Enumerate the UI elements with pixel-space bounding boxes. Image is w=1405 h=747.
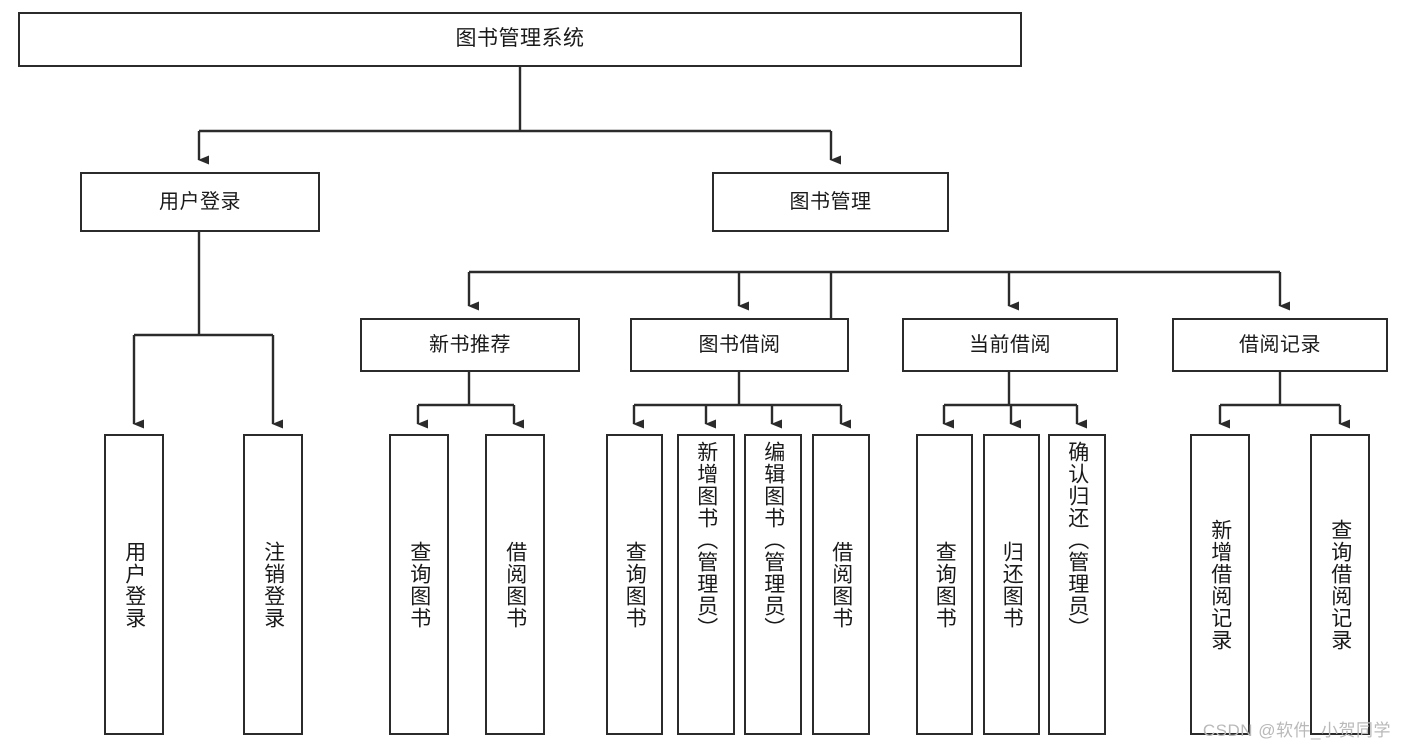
node-borrow-record[interactable]: 借阅记录: [1172, 318, 1388, 372]
leaf-borrow-book[interactable]: 借阅图书: [812, 434, 870, 735]
node-user-login[interactable]: 用户登录: [80, 172, 320, 232]
node-label: 图书管理: [789, 190, 872, 213]
node-root[interactable]: 图书管理系统: [18, 12, 1022, 67]
node-label: 编辑图书（管理员）: [761, 441, 785, 639]
watermark: CSDN @软件_小贺同学: [1202, 721, 1391, 740]
leaf-query-book-newbook[interactable]: 查询图书: [389, 434, 449, 735]
leaf-confirm-return-admin[interactable]: 确认归还（管理员）: [1048, 434, 1106, 735]
node-new-book-recommend[interactable]: 新书推荐: [360, 318, 580, 372]
leaf-edit-book-admin[interactable]: 编辑图书（管理员）: [744, 434, 802, 735]
node-label: 新书推荐: [429, 333, 511, 356]
node-label: 借阅图书: [829, 540, 853, 629]
node-label: 当前借阅: [969, 333, 1051, 356]
node-label: 查询图书: [623, 540, 647, 629]
node-label: 查询图书: [407, 540, 431, 629]
node-label: 借阅图书: [503, 540, 527, 629]
node-label: 图书借阅: [698, 333, 781, 356]
leaf-return-book[interactable]: 归还图书: [983, 434, 1040, 735]
node-label: 新增借阅记录: [1208, 518, 1232, 651]
leaf-query-borrow-record[interactable]: 查询借阅记录: [1310, 434, 1370, 735]
leaf-user-login[interactable]: 用户登录: [104, 434, 164, 735]
leaf-add-borrow-record[interactable]: 新增借阅记录: [1190, 434, 1250, 735]
node-book-management[interactable]: 图书管理: [712, 172, 949, 232]
leaf-borrow-book-newbook[interactable]: 借阅图书: [485, 434, 545, 735]
leaf-add-book-admin[interactable]: 新增图书（管理员）: [677, 434, 735, 735]
node-current-borrow[interactable]: 当前借阅: [902, 318, 1118, 372]
node-label: 注销登录: [261, 540, 285, 629]
leaf-query-book-current[interactable]: 查询图书: [916, 434, 973, 735]
node-label: 查询借阅记录: [1328, 518, 1352, 651]
node-book-borrow[interactable]: 图书借阅: [630, 318, 849, 372]
node-label: 用户登录: [122, 540, 146, 629]
leaf-logout[interactable]: 注销登录: [243, 434, 303, 735]
node-label: 图书管理系统: [455, 27, 585, 51]
node-label: 借阅记录: [1239, 333, 1321, 356]
node-label: 确认归还（管理员）: [1065, 441, 1089, 639]
node-label: 用户登录: [159, 190, 241, 213]
node-label: 归还图书: [1000, 540, 1024, 629]
node-label: 新增图书（管理员）: [694, 441, 718, 639]
leaf-query-book-borrow[interactable]: 查询图书: [606, 434, 663, 735]
node-label: 查询图书: [933, 540, 957, 629]
